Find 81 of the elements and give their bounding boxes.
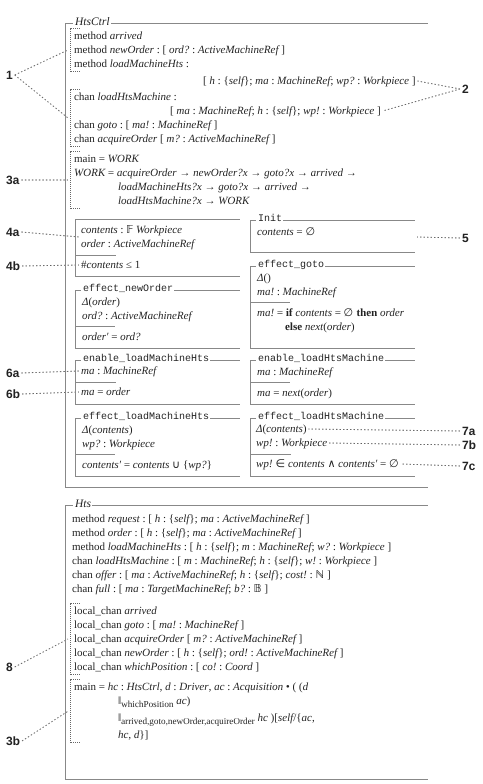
leader-line (14, 638, 68, 668)
callout-number: 6b (6, 387, 20, 401)
leader-line (20, 370, 80, 374)
declaration: ma : MachineRef (257, 365, 334, 379)
predicate: wp! ∈ contents ∧ contents′ = ∅ (256, 457, 399, 471)
callout-number: 7c (462, 459, 476, 473)
declaration: Δ() (257, 271, 272, 285)
declaration: Δ(order) (82, 295, 121, 309)
leader-line (22, 710, 68, 742)
method-declaration: method loadMachineHts : (74, 57, 190, 71)
local-channel-declaration: local_chan whichPosition : [ co! : Coord ] (74, 660, 260, 674)
local-channel-declaration: local_chan acquireOrder [ m? : ActiveMachineRef ] (74, 632, 304, 646)
leader-line (328, 442, 460, 446)
interface-declaration: chan loadHtsMachine : [ m : MachineRef; h : {self}; w! : Workpiece ] (72, 554, 378, 568)
interface-declaration: chan full : [ ma : TargetMachineRef; b? : 𝔹 ] (72, 582, 270, 596)
leader-line (416, 236, 460, 238)
leader-line (382, 88, 460, 112)
callout-number: 3a (6, 173, 20, 187)
dotted-bracket (70, 28, 285, 72)
schema-name: enable_loadHtsMachine (257, 353, 386, 367)
class-name: Hts (74, 497, 92, 511)
channel-declaration: chan acquireOrder [ m? : ActiveMachineRef ] (74, 132, 276, 146)
callout-number: 4a (6, 225, 20, 239)
process-equation: WORK = acquireOrder → newOrder?x → goto?x → arrived → loadMachineHts?x → goto?x → arrived → loadHtsMachine?x → WORK (74, 166, 358, 208)
parameter-list: [ ma : MachineRef; h : {self}; wp! : Workpiece ] (170, 104, 381, 118)
declaration: Δ(contents) (82, 423, 134, 437)
leader-line (308, 428, 460, 432)
interface-declaration: method loadMachineHts : [ h : {self}; m : MachineRef; w? : Workpiece ] (72, 540, 392, 554)
interface-declaration: method order : [ h : {self}; ma : ActiveMachineRef ] (72, 526, 303, 540)
leader-line (14, 74, 68, 118)
declaration: ord? : ActiveMachineRef (82, 309, 194, 323)
declaration: wp! : Workpiece (256, 436, 328, 450)
channel-declaration: chan loadHtsMachine : (74, 90, 178, 104)
schema-name: effect_loadHtsMachine (257, 411, 386, 424)
predicate: ma = order (81, 385, 130, 399)
callout-number: 6a (6, 366, 20, 380)
local-channel-declaration: local_chan arrived (74, 604, 158, 618)
schema-name: effect_newOrder (82, 283, 174, 297)
parameter-list: [ h : {self}; ma : MachineRef; wp? : Workpiece ] (203, 74, 416, 88)
process-equation: main = WORK (74, 152, 140, 166)
local-channel-declaration: local_chan goto : [ ma! : MachineRef ] (74, 618, 246, 632)
declaration: contents : 𝔽 Workpiece (81, 223, 184, 237)
dotted-bracket (70, 603, 344, 675)
leader-line (400, 464, 460, 466)
callout-number: 8 (6, 660, 13, 674)
predicate: ma = next(order) (257, 386, 333, 400)
predicate: contents = ∅ (257, 225, 316, 239)
declaration: ma : MachineRef (81, 364, 156, 378)
callout-number: 3b (6, 734, 20, 748)
leader-line (417, 80, 460, 90)
process-equation: main = hc : HtsCtrl, d : Driver, ac : Acquisition • ( (d ‖$_{whichPosition}$ ac) ‖$_{arrived,goto,newOrder,acquireOrder}$ hc )[self/{ac, hc, d}] (74, 680, 316, 742)
method-declaration: method newOrder : [ ord? : ActiveMachineRef ] (74, 43, 285, 57)
predicate: order′ = ord? (82, 330, 142, 344)
callout-number: 7b (462, 438, 476, 452)
predicate: #contents ≤ 1 (81, 258, 140, 272)
schema-name: effect_goto (257, 259, 326, 273)
predicate: ma! = if contents = ∅ then order else next(order) (257, 306, 406, 334)
schema-name: effect_loadMachineHts (82, 411, 210, 425)
declaration: order : ActiveMachineRef (81, 237, 194, 251)
schema-name: enable_loadMachineHts (82, 353, 210, 366)
local-channel-declaration: local_chan newOrder : [ h : {self}; ord! : ActiveMachineRef ] (74, 646, 344, 660)
leader-line (14, 50, 68, 76)
callout-number: 4b (6, 259, 20, 273)
declaration: ma! : MachineRef (257, 285, 338, 299)
callout-number: 5 (462, 231, 469, 245)
schema-box (75, 219, 240, 277)
declaration: Δ(contents) (256, 422, 306, 436)
callout-number: 2 (462, 82, 469, 96)
callout-number: 7a (462, 424, 476, 438)
channel-declaration: chan goto : [ ma! : MachineRef ] (74, 118, 218, 132)
method-declaration: method arrived (74, 29, 144, 43)
leader-line (22, 392, 80, 394)
schema-name: Init (257, 213, 284, 227)
leader-line (22, 264, 80, 266)
callout-number: 1 (6, 68, 13, 82)
interface-declaration: method request : [ h : {self}; ma : ActiveMachineRef ] (72, 512, 310, 526)
leader-line (20, 232, 80, 238)
declaration: wp? : Workpiece (82, 437, 156, 451)
class-name: HtsCtrl (74, 15, 111, 29)
predicate: contents′ = contents ∪ {wp?} (82, 458, 213, 472)
interface-declaration: chan offer : [ ma : ActiveMachineRef; h : {self}; cost! : ℕ ] (72, 568, 332, 582)
